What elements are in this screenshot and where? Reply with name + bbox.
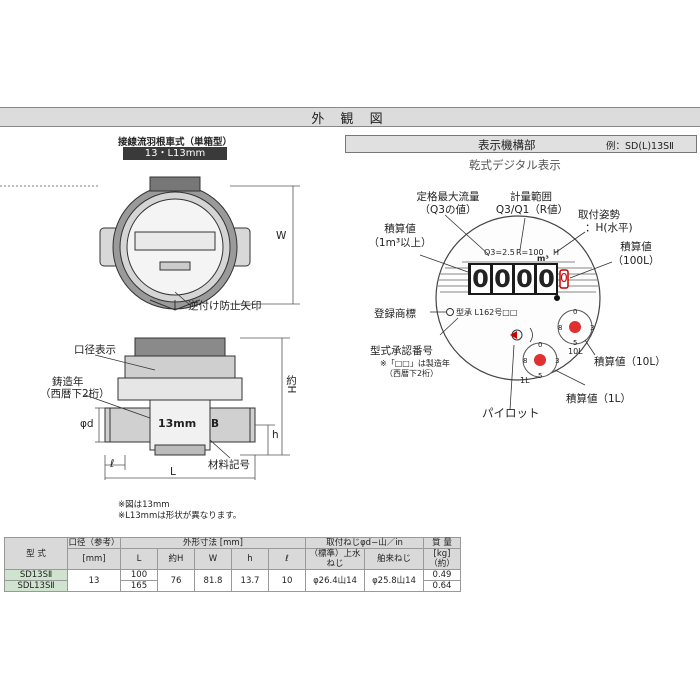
dial-1L-label: 1L xyxy=(520,376,530,385)
pilot-label: パイロット xyxy=(482,406,540,420)
th-H: 約H xyxy=(157,548,195,570)
dim-phid-label: φd xyxy=(80,418,94,430)
note-2: ※L13mmは形状が異なります。 xyxy=(118,511,242,521)
note-1: ※図は13mm xyxy=(118,500,170,510)
th-dims: 外形寸法 [mm] xyxy=(120,537,306,549)
range-2: Q3/Q1（R値） xyxy=(495,204,569,216)
dial1-n3: 3 xyxy=(555,357,560,365)
th-std: （標準）上水ねじ xyxy=(305,548,365,570)
dial-q3: Q3=2.5 xyxy=(484,248,515,257)
integral-1m3-2: （1m³以上） xyxy=(368,237,432,249)
dim-L-label: L xyxy=(170,466,176,478)
body-size-text: 13mm xyxy=(158,417,197,430)
th-mass-1: 質 量 xyxy=(423,537,461,549)
size-label: 13・L13mm xyxy=(123,147,227,160)
approval-note-1: ※「□□」は製造年 xyxy=(380,359,450,368)
th-model: 型 式 xyxy=(4,537,68,570)
th-bore-2: [mm] xyxy=(67,548,121,570)
digit-3: 0 xyxy=(537,265,556,293)
trademark-label: 登録商標 xyxy=(374,308,416,320)
approval-label: 型式承認番号 xyxy=(370,345,433,357)
cell-H: 76 xyxy=(157,569,195,592)
mounting-2: ：H(水平) xyxy=(585,222,633,234)
display-section-title: 表示機構部 xyxy=(478,138,536,152)
dial10-n0: 0 xyxy=(573,308,578,316)
top-view-meter xyxy=(99,176,251,311)
row1-L: 100 xyxy=(120,569,158,581)
dial10-n8: 8 xyxy=(558,324,563,332)
year-label-2: （西暦下2桁） xyxy=(40,388,110,400)
dial-h: H xyxy=(553,248,560,257)
digit-2: 0 xyxy=(515,265,534,293)
row2-mass: 0.64 xyxy=(423,580,461,592)
dial1-n8: 8 xyxy=(523,357,528,365)
integral-1L-label: 積算値（1L） xyxy=(566,393,632,405)
cell-ship-thread: φ25.8山14 xyxy=(364,569,424,592)
approval-text: 型承 L162号□□ xyxy=(456,308,518,317)
cell-W: 81.8 xyxy=(194,569,232,592)
material-label: 材料記号 xyxy=(208,459,250,471)
display-example: 例：SD(L)13SⅡ xyxy=(606,141,674,152)
display-section-header xyxy=(345,135,697,153)
digit-1: 0 xyxy=(493,265,512,293)
side-view-meter xyxy=(104,337,256,456)
red-digit: 0 xyxy=(560,271,568,285)
dial-r: R=100 xyxy=(516,248,544,257)
row2-L: 165 xyxy=(120,580,158,592)
dial1-n0: 0 xyxy=(538,341,543,349)
th-l: ℓ xyxy=(268,548,306,570)
dim-h-label: h xyxy=(272,429,279,441)
integral-1m3-1: 積算値 xyxy=(384,223,416,235)
row1-model: SD13SⅡ xyxy=(4,569,68,581)
digit-0: 0 xyxy=(471,265,490,293)
th-thread: 取付ねじφd−山／in xyxy=(305,537,424,549)
mounting-1: 取付姿勢 xyxy=(578,209,620,221)
dial-10L-label: 10L xyxy=(568,347,583,356)
range-1: 計量範囲 xyxy=(510,191,552,203)
page-title: 外 観 図 xyxy=(311,112,389,127)
row1-mass: 0.49 xyxy=(423,569,461,581)
approval-note-2: （西暦下2桁） xyxy=(385,369,439,378)
th-W: W xyxy=(194,548,232,570)
th-bore-1: 口径（参考） xyxy=(67,537,121,549)
dial10-n5: 5 xyxy=(573,339,578,347)
display-type: 乾式デジタル表示 xyxy=(469,158,561,172)
th-h: h xyxy=(231,548,269,570)
cell-h: 13.7 xyxy=(231,569,269,592)
left-subtitle: 接線流羽根車式（単箱型） xyxy=(118,137,233,148)
year-label-1: 鋳造年 xyxy=(52,376,84,388)
reverse-arrow-label: 逆付け防止矢印 xyxy=(188,300,262,312)
th-ship: 舶来ねじ xyxy=(364,548,424,570)
dial1-n5: 5 xyxy=(538,372,543,380)
row2-model: SDL13SⅡ xyxy=(4,580,68,592)
cell-bore: 13 xyxy=(67,569,121,592)
spec-table: 型 式 口径（参考） 外形寸法 [mm] 取付ねじφd−山／in 質 量 [mm… xyxy=(4,537,461,592)
dim-W-label: W xyxy=(276,230,287,242)
dial-unit: m³ xyxy=(537,254,549,263)
integral-100L-2: （100L） xyxy=(612,255,660,267)
dim-l-label: ℓ xyxy=(110,458,115,470)
dial10-n3: 3 xyxy=(590,324,595,332)
rated-flow-2: （Q3の値） xyxy=(419,204,477,216)
integral-10L-label: 積算値（10L） xyxy=(594,356,666,368)
th-L: L xyxy=(120,548,158,570)
cell-l: 10 xyxy=(268,569,306,592)
integral-100L-1: 積算値 xyxy=(620,241,652,253)
dim-H-label: 約H xyxy=(285,375,297,394)
th-mass-2: [kg]（約） xyxy=(423,548,461,570)
title-banner xyxy=(0,107,700,127)
rated-flow-1: 定格最大流量 xyxy=(416,191,480,203)
bore-label: 口径表示 xyxy=(74,344,116,356)
body-mark: B xyxy=(211,418,220,430)
cell-std-thread: φ26.4山14 xyxy=(305,569,365,592)
